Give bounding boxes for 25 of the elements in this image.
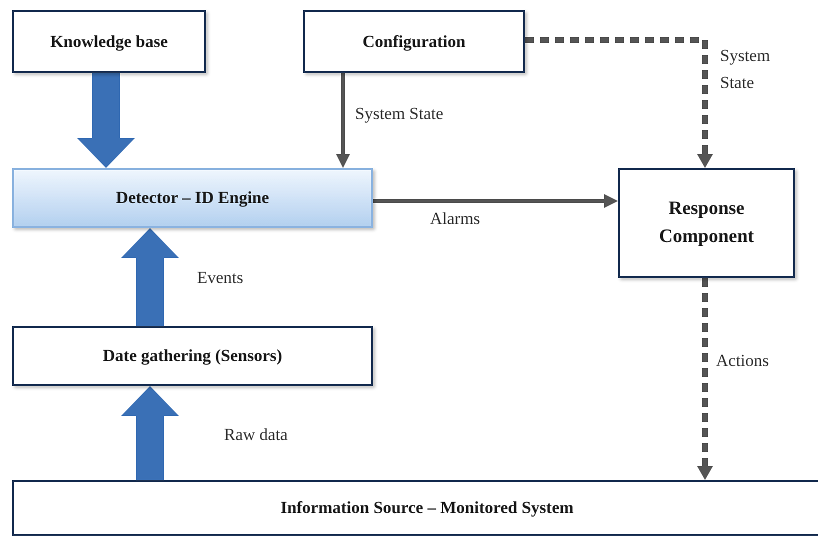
process-box bbox=[12, 10, 206, 73]
system-band bbox=[12, 480, 818, 536]
edge-label: Actions bbox=[716, 350, 770, 372]
edge-label: Events bbox=[197, 267, 244, 289]
edge-label: Raw data bbox=[224, 424, 289, 446]
arrow bbox=[525, 37, 713, 168]
process-box bbox=[618, 168, 795, 278]
edge-label: System State bbox=[720, 45, 772, 94]
box-title: Detector – ID Engine bbox=[116, 187, 270, 210]
arrow bbox=[373, 194, 618, 208]
arrow bbox=[121, 228, 179, 326]
arrow bbox=[336, 73, 350, 168]
edge-label: System State bbox=[355, 103, 444, 125]
box-title: Configuration bbox=[362, 30, 466, 53]
arrow bbox=[121, 386, 179, 480]
box-title: Information Source – Monitored System bbox=[280, 497, 574, 520]
process-box bbox=[303, 10, 525, 73]
process-box bbox=[12, 326, 373, 386]
box-title: Knowledge base bbox=[50, 30, 168, 53]
box-title: Date gathering (Sensors) bbox=[102, 345, 282, 368]
process-box bbox=[12, 168, 373, 228]
edge-label: Alarms bbox=[430, 208, 482, 230]
arrow bbox=[697, 278, 713, 480]
arrow bbox=[77, 73, 135, 168]
box-title: Response Component bbox=[658, 196, 755, 249]
